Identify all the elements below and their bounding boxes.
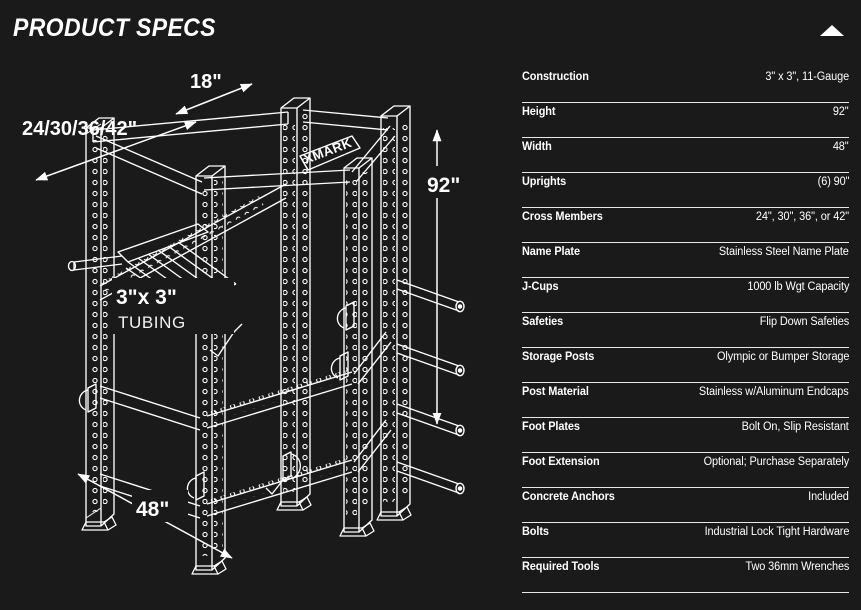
table-row: Safeties Flip Down Safeties	[522, 313, 849, 348]
upright-back-right	[343, 157, 373, 533]
dim-label-width: 48"	[136, 498, 169, 521]
j-cup-center	[265, 451, 301, 495]
foot-plate-back-left	[81, 516, 117, 531]
spec-label: Foot Extension	[522, 456, 600, 468]
spec-value: 48"	[833, 141, 849, 153]
power-rack-diagram: XMARK 24/30/36/42" 18" 92" 48" 3"x 3" TU…	[22, 71, 470, 575]
spec-value: Two 36mm Wrenches	[745, 561, 849, 573]
beam-front-lower	[206, 458, 353, 517]
table-row: J-Cups 1000 lb Wgt Capacity	[522, 278, 849, 313]
upright-back-left	[85, 117, 115, 527]
dim-label-depth: 18"	[190, 71, 222, 93]
spec-value: (6) 90"	[817, 176, 849, 188]
name-plate	[299, 135, 361, 171]
table-row: Foot Plates Bolt On, Slip Resistant	[522, 418, 849, 453]
beam-right-lower	[353, 419, 392, 473]
triangle-up-icon	[820, 24, 844, 36]
spec-value: Flip Down Safeties	[759, 316, 849, 328]
spec-value: Olympic or Bumper Storage	[716, 351, 850, 363]
table-row: Bolts Industrial Lock Tight Hardware	[522, 523, 849, 558]
table-row: Required Tools Two 36mm Wrenches	[522, 558, 849, 593]
collapse-section-button[interactable]	[815, 20, 849, 40]
j-cup-left-upper	[78, 383, 97, 413]
dim-label-cross-members: 24/30/36/42"	[22, 118, 137, 140]
spec-value: 3" x 3", 11-Gauge	[765, 71, 849, 83]
safety-flip-down	[330, 351, 349, 381]
table-row: Concrete Anchors Included	[522, 488, 849, 523]
spec-label: Safeties	[522, 316, 564, 328]
j-cup-right	[336, 301, 355, 331]
spec-value: Industrial Lock Tight Hardware	[704, 526, 849, 538]
spec-label: Height	[522, 106, 556, 118]
depth-beam-right	[351, 125, 396, 183]
tubing-caption-label: TUBING	[118, 313, 186, 332]
beam-right-upper	[353, 331, 392, 385]
specs-table: Construction 3" x 3", 11-Gauge Height 92…	[522, 68, 849, 593]
spec-label: Required Tools	[522, 561, 600, 573]
spec-value: 1000 lb Wgt Capacity	[747, 281, 849, 293]
spec-label: Post Material	[522, 386, 589, 398]
table-row: Uprights (6) 90"	[522, 173, 849, 208]
spec-label: Uprights	[522, 176, 567, 188]
upright-center	[280, 97, 311, 507]
spec-value: Stainless w/Aluminum Endcaps	[699, 386, 849, 398]
cross-member-top-front	[203, 169, 351, 191]
table-row: Width 48"	[522, 138, 849, 173]
table-row: Foot Extension Optional; Purchase Separa…	[522, 453, 849, 488]
spec-label: Bolts	[522, 526, 549, 538]
cross-member-top-right	[302, 109, 389, 131]
dim-leader-cross-members	[35, 121, 197, 181]
table-row: Name Plate Stainless Steel Name Plate	[522, 243, 849, 278]
upright-front-right	[380, 105, 411, 517]
dim-label-height: 92"	[427, 174, 460, 197]
spec-label: Cross Members	[522, 211, 603, 223]
spec-value: Included	[808, 491, 849, 503]
table-row: Height 92"	[522, 103, 849, 138]
foot-plate-back-right	[339, 522, 375, 537]
beam-left-mid-upper	[99, 385, 201, 431]
page-title: PRODUCT SPECS	[13, 14, 216, 42]
product-line-drawing: XMARK 24/30/36/42" 18" 92" 48" 3"x 3" TU…	[0, 56, 505, 610]
foot-plate-center	[276, 496, 312, 511]
table-row: Post Material Stainless w/Aluminum Endca…	[522, 383, 849, 418]
spec-label: Concrete Anchors	[522, 491, 615, 503]
spec-label: Name Plate	[522, 246, 580, 258]
foot-plate-front-right	[376, 506, 412, 521]
spec-value: Bolt On, Slip Resistant	[741, 421, 849, 433]
spec-value: 24", 30", 36", or 42"	[755, 211, 849, 223]
spec-label: Foot Plates	[522, 421, 580, 433]
spec-label: Width	[522, 141, 552, 153]
spec-value: Optional; Purchase Separately	[703, 456, 850, 468]
table-row: Construction 3" x 3", 11-Gauge	[522, 68, 849, 103]
spec-value: 92"	[833, 106, 849, 118]
table-row: Cross Members 24", 30", 36", or 42"	[522, 208, 849, 243]
spec-value: Stainless Steel Name Plate	[719, 246, 849, 258]
tubing-size-label: 3"x 3"	[116, 286, 177, 309]
beam-front-upper	[206, 370, 353, 429]
dim-leader-depth	[175, 83, 253, 115]
foot-plate-front-left	[191, 560, 227, 575]
rack-structure	[67, 97, 465, 575]
spec-label: Construction	[522, 71, 589, 83]
spec-label: Storage Posts	[522, 351, 595, 363]
section-header: PRODUCT SPECS	[0, 0, 861, 58]
table-row: Storage Posts Olympic or Bumper Storage	[522, 348, 849, 383]
spec-label: J-Cups	[522, 281, 559, 293]
